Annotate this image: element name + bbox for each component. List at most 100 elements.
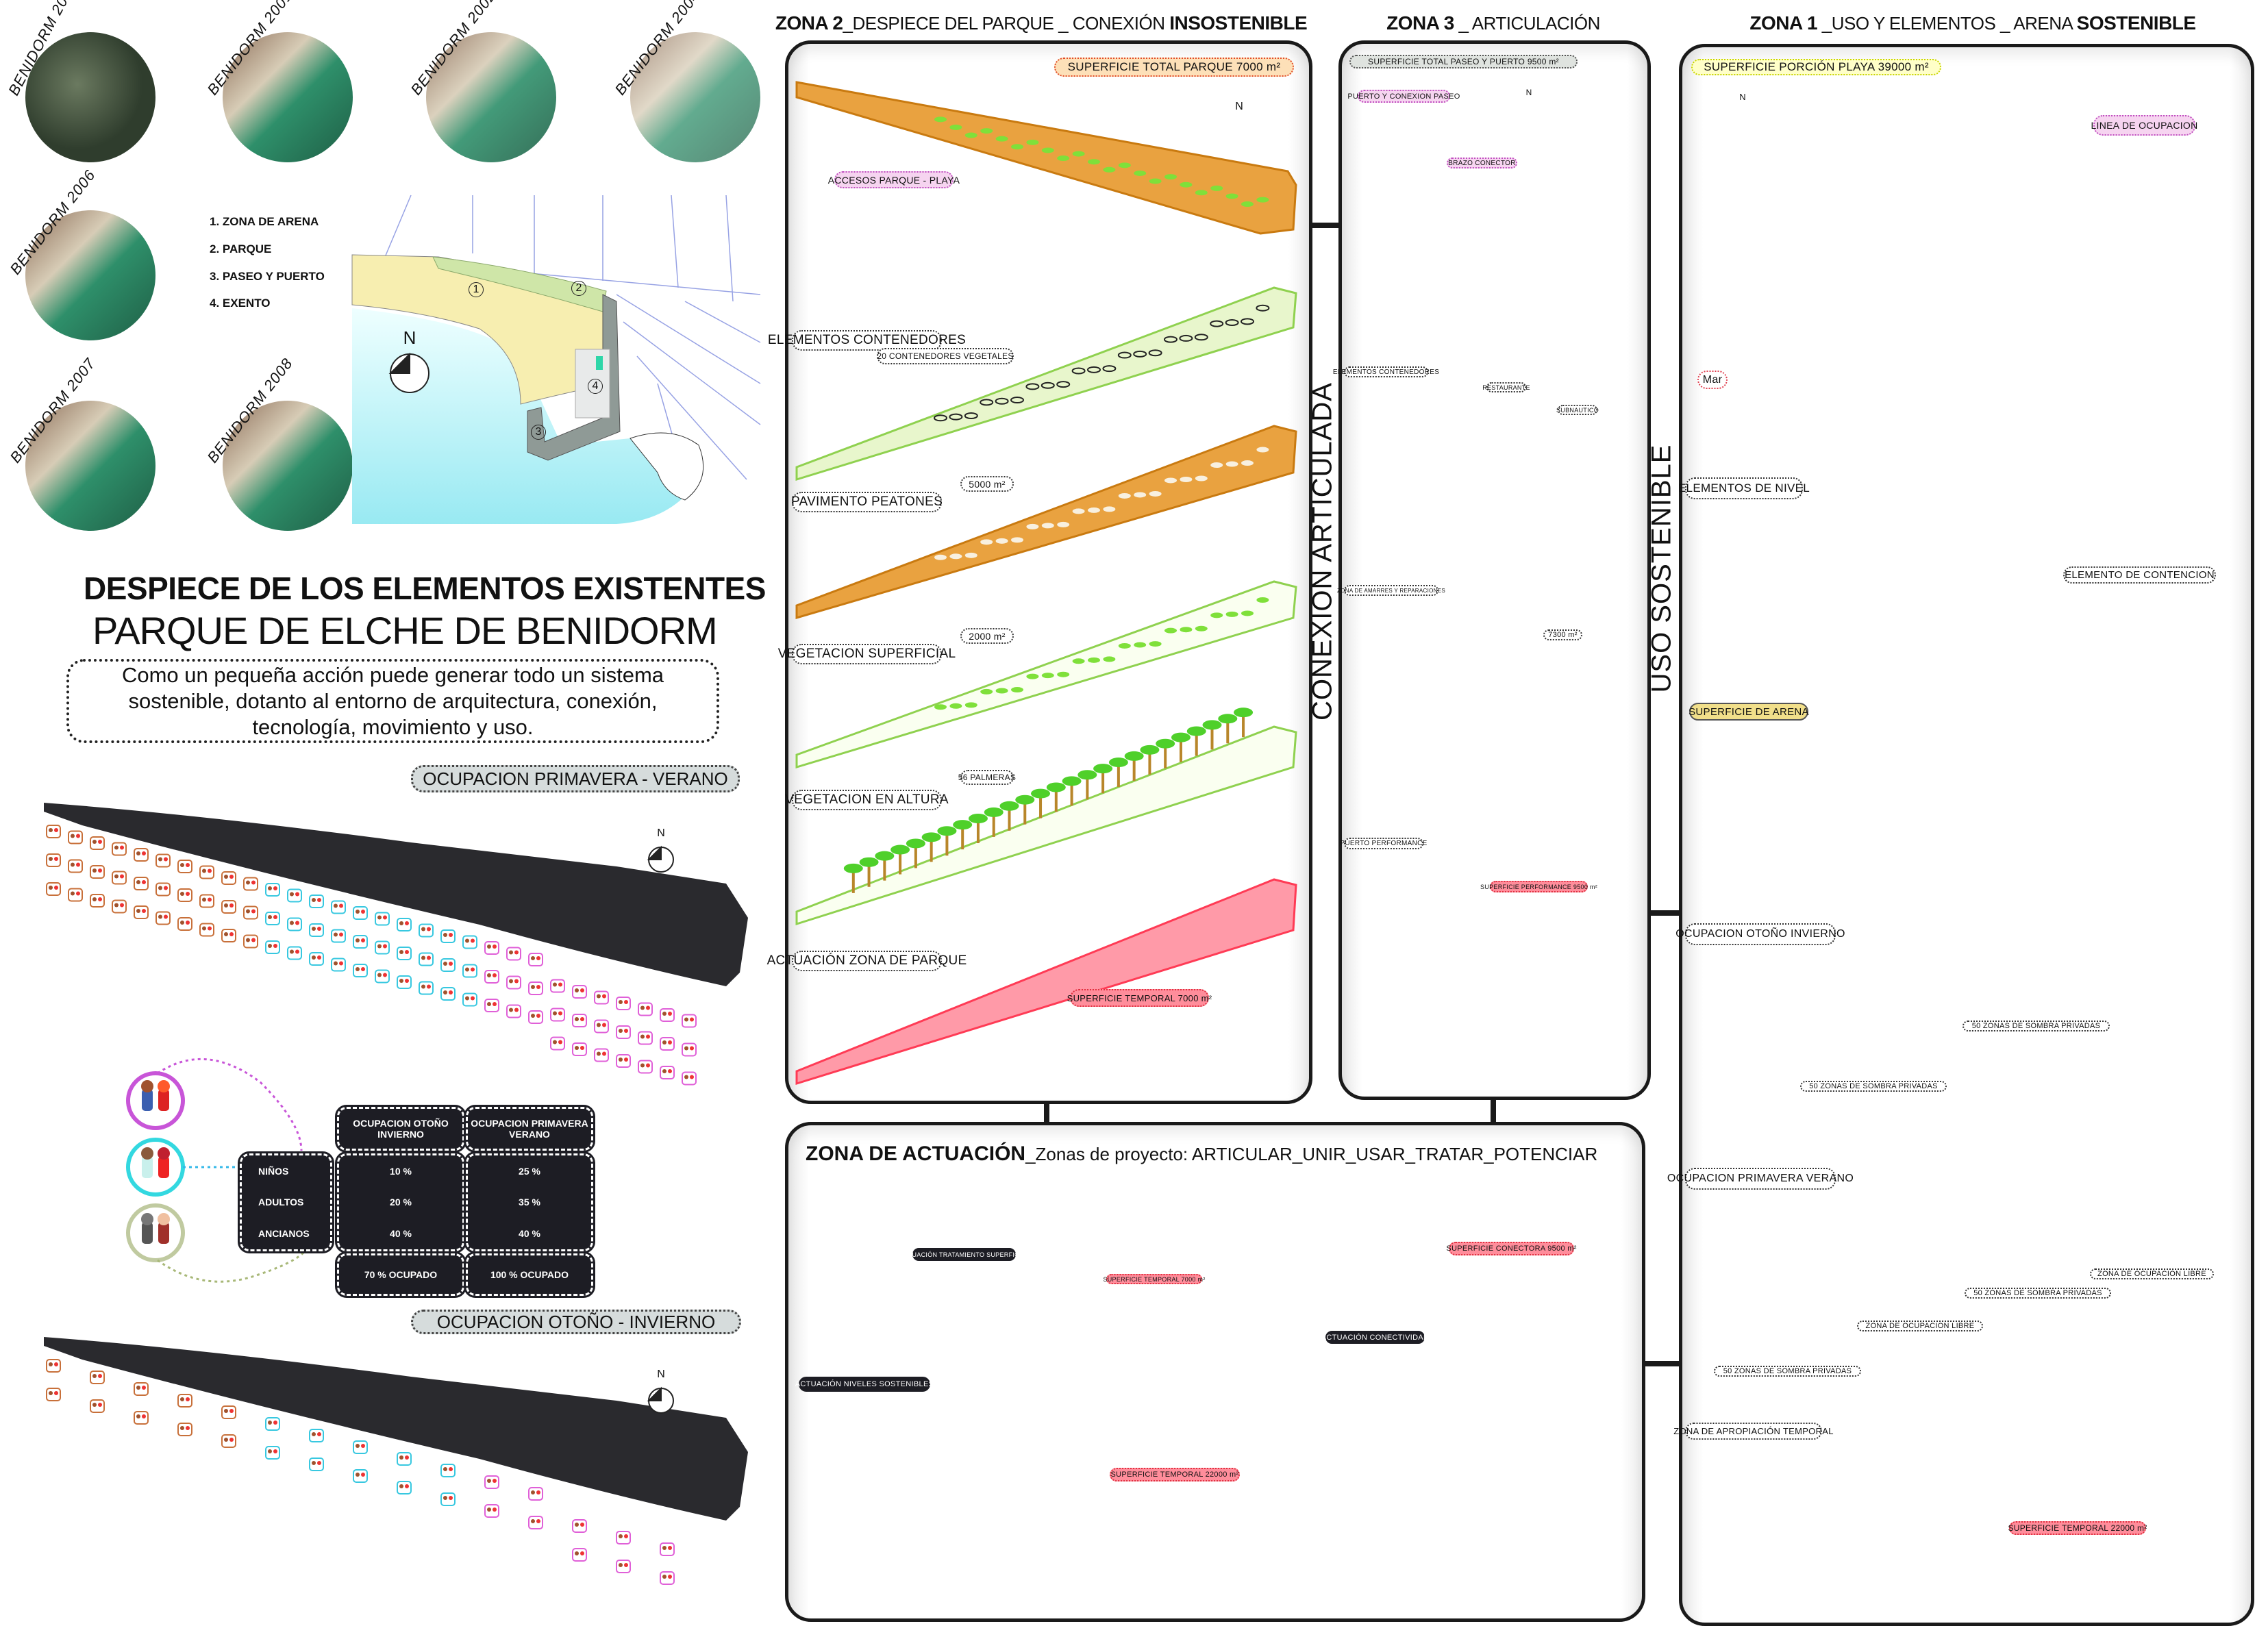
legend-item: 4. EXENTO: [210, 297, 271, 310]
actuacion-title-rest: _Zonas de proyecto: ARTICULAR_UNIR_USAR_…: [1025, 1144, 1598, 1164]
table-cell: 25 %: [519, 1165, 540, 1177]
person-icon: [90, 865, 105, 879]
person-icon: [484, 941, 499, 955]
person-icon: [331, 929, 346, 943]
zona1-title-end: SOSTENIBLE: [2076, 12, 2196, 34]
table-header-text: OCUPACION PRIMAVERA VERANO: [471, 1118, 588, 1140]
person-icon: [287, 917, 302, 931]
zona2-title-rest: _DESPIECE DEL PARQUE _ CONEXIÓN: [843, 13, 1170, 34]
amarres-label: ZONA DE AMARRES Y REPARACIONES: [1337, 585, 1445, 596]
person-icon: [682, 1014, 697, 1028]
person-icon: [287, 888, 302, 903]
person-icon: [112, 871, 127, 885]
nivel-label: ELEMENTOS DE NIVEL: [1678, 477, 1810, 499]
layer-note: 56 PALMERAS: [958, 770, 1016, 785]
person-icon: [594, 990, 609, 1005]
person-icon: [331, 900, 346, 914]
person-icon: [353, 906, 368, 920]
zona2-panel: [785, 40, 1312, 1104]
person-icon: [638, 1060, 653, 1074]
person-icon: [199, 894, 214, 908]
person-icon: [353, 935, 368, 949]
actuacion-title-bold: ZONA DE ACTUACIÓN: [806, 1142, 1026, 1165]
elementos-label: ELEMENTOS CONTENEDORES: [1333, 366, 1439, 377]
conexion-articulada-label: CONEXION ARTICULADA: [1307, 382, 1338, 721]
person-icon: [309, 923, 324, 937]
person-icon: [375, 912, 390, 926]
person-icon: [46, 1388, 61, 1401]
person-icon: [134, 1411, 149, 1425]
person-icon: [287, 946, 302, 960]
person-icon: [506, 1004, 521, 1018]
sombra-label: 50 ZONAS DE SOMBRA PRIVADAS: [1965, 1288, 2111, 1299]
person-icon: [397, 1481, 412, 1494]
person-icon: [572, 1042, 587, 1056]
row-label-adultos: ADULTOS: [258, 1197, 304, 1208]
description-text: Como un pequeña acción puede generar tod…: [121, 662, 664, 739]
map-marker: 4: [588, 379, 603, 394]
accesos-label: ACCESOS PARQUE - PLAYA: [828, 171, 960, 188]
zona1-superficie-badge: SUPERFICIE PORCIÓN PLAYA 39000 m²: [1691, 59, 1941, 75]
temporal-label: SUPERFICIE TEMPORAL 22000 m²: [2008, 1521, 2147, 1535]
person-icon: [528, 1516, 543, 1529]
person-icon: [462, 992, 477, 1007]
table-total-summer: 100 % OCUPADO: [464, 1251, 595, 1298]
table-cell: 40 %: [390, 1228, 412, 1240]
arena-label: SUPERFICIE DE ARENA: [1688, 703, 1809, 721]
person-icon: [528, 1010, 543, 1024]
temporal-small-label: SUPERFICIE TEMPORAL 7000 m²: [1103, 1274, 1205, 1284]
person-icon: [572, 985, 587, 999]
zona1-title: ZONA 1 _USO Y ELEMENTOS _ ARENA SOSTENIB…: [1749, 12, 2196, 34]
person-icon: [68, 888, 83, 902]
person-icon: [177, 860, 192, 873]
person-icon: [243, 877, 258, 891]
person-icon: [616, 1025, 631, 1039]
person-icon: [177, 1423, 192, 1436]
person-icon: [309, 1458, 324, 1471]
person-icon: [682, 1042, 697, 1057]
table-column-winter: 10 % 20 % 40 %: [335, 1151, 466, 1253]
zona3-title-rest: _ ARTICULACIÓN: [1454, 13, 1600, 34]
person-icon: [572, 1548, 587, 1562]
person-icon: [550, 1008, 565, 1022]
person-icon: [155, 911, 171, 925]
person-icon: [134, 848, 149, 862]
description-box: Como un pequeña acción puede generar tod…: [66, 659, 719, 743]
sombra-label: 50 ZONAS DE SOMBRA PRIVADAS: [1962, 1021, 2110, 1031]
zona3-superficie-badge: SUPERFICIE TOTAL PASEO Y PUERTO 9500 m²: [1349, 55, 1578, 68]
apropiacion-label: ZONA DE APROPIACIÓN TEMPORAL: [1673, 1423, 1833, 1440]
person-icon: [462, 935, 477, 949]
compass-icon: [647, 845, 674, 873]
person-icon: [550, 1036, 565, 1051]
actuacion-title: ZONA DE ACTUACIÓN_Zonas de proyecto: ART…: [806, 1142, 1597, 1166]
satellite-history: [25, 32, 760, 531]
compass-icon: [647, 1386, 674, 1414]
table-cell: 40 %: [519, 1228, 540, 1240]
person-icon: [419, 981, 434, 995]
person-icon: [397, 1452, 412, 1466]
person-icon: [572, 1014, 587, 1027]
libre-label: ZONA DE OCUPACION LIBRE: [2090, 1268, 2214, 1279]
person-icon: [90, 1371, 105, 1384]
libre-label: ZONA DE OCUPACION LIBRE: [1857, 1321, 1983, 1331]
person-icon: [265, 1417, 280, 1431]
layer-label: VEGETACION EN ALTURA: [785, 790, 949, 810]
layer-label: ELEMENTOS CONTENEDORES: [768, 330, 966, 351]
table-header-winter: OCUPACION OTOÑO INVIERNO: [335, 1105, 466, 1153]
person-icon: [594, 1019, 609, 1034]
person-icon: [462, 964, 477, 978]
person-icon: [309, 895, 324, 908]
person-icon: [331, 958, 346, 972]
person-icon: [528, 981, 543, 995]
person-icon: [506, 975, 521, 990]
row-label-ninos: NIÑOS: [258, 1165, 289, 1177]
person-icon: [199, 865, 214, 879]
niveles-label: ACTUACIÓN NIVELES SOSTENIBLES: [795, 1377, 934, 1392]
sombra-label: 50 ZONAS DE SOMBRA PRIVADAS: [1714, 1366, 1861, 1377]
person-icon: [440, 929, 456, 943]
subnautico-label: SUBNAUTICO: [1556, 405, 1599, 415]
map-marker: 1: [469, 282, 484, 297]
table-header-text: OCUPACION OTOÑO INVIERNO: [353, 1118, 449, 1140]
person-icon: [484, 1475, 499, 1489]
person-icon: [265, 912, 280, 925]
